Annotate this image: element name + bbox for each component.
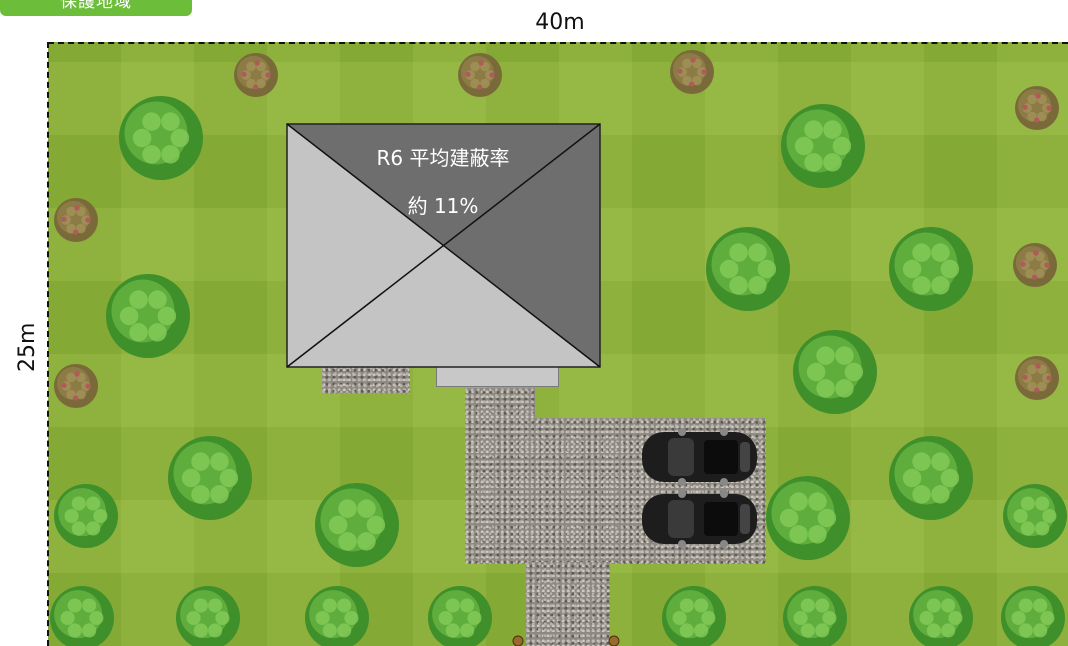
tree-icon [1001, 586, 1065, 646]
tree-icon [889, 436, 973, 520]
width-dimension-label: 40m [535, 10, 585, 35]
tree-icon [176, 586, 240, 646]
tree-icon [781, 104, 865, 188]
small-gravel-pad [322, 366, 410, 394]
coverage-ratio: 約 11% [407, 194, 479, 218]
tree-icon [1013, 243, 1057, 287]
tree-icon [119, 96, 203, 180]
trees-layer [50, 50, 1067, 646]
tree-icon [168, 436, 252, 520]
tree-icon [793, 330, 877, 414]
tree-icon [1003, 484, 1067, 548]
tree-icon [706, 227, 790, 311]
building-roof [286, 123, 601, 368]
entry-walkway [526, 562, 610, 646]
gate-posts [512, 635, 620, 646]
car-icon [642, 490, 757, 548]
tree-icon [1015, 356, 1059, 400]
car-icon [642, 428, 757, 486]
site-plan: R6 平均建蔽率 約 11% [48, 42, 1068, 646]
gate-post-left [512, 635, 524, 646]
tree-icon [889, 227, 973, 311]
depth-dimension-label: 25m [15, 322, 40, 372]
tree-icon [783, 586, 847, 646]
coverage-title: R6 平均建蔽率 [376, 146, 510, 170]
tree-icon [234, 53, 278, 97]
tree-icon [670, 50, 714, 94]
tree-icon [305, 586, 369, 646]
tree-icon [766, 476, 850, 560]
cars-layer [642, 428, 757, 548]
tree-icon [54, 198, 98, 242]
tree-icon [458, 53, 502, 97]
tree-icon [1015, 86, 1059, 130]
tree-icon [54, 364, 98, 408]
tree-icon [909, 586, 973, 646]
site-boundary-left [47, 42, 49, 646]
gate-post-right [608, 635, 620, 646]
zone-tag: 保護地域 [0, 0, 192, 16]
site-boundary-top [48, 42, 1068, 44]
tree-icon [428, 586, 492, 646]
tree-icon [315, 483, 399, 567]
tree-icon [54, 484, 118, 548]
tree-icon [50, 586, 114, 646]
tree-icon [106, 274, 190, 358]
tree-icon [662, 586, 726, 646]
